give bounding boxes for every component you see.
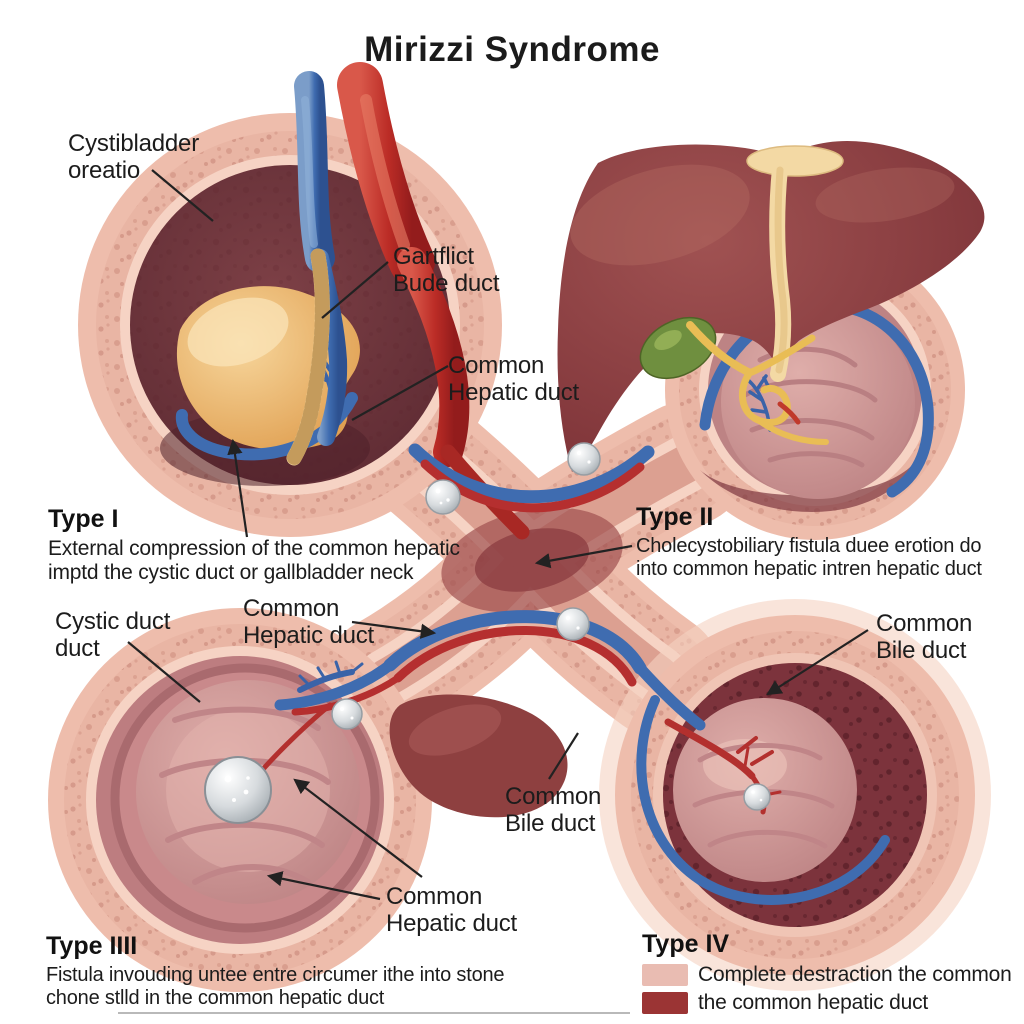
gallstones [204,442,771,824]
legend-row-1: Complete destraction the common [642,963,1012,987]
leader-lines [127,169,869,901]
legend-swatch-pink [642,964,688,986]
label-common-bile-duct-center: Common Bile duct [505,783,602,838]
label-common-hepatic-duct-top: Common Hepatic duct [448,352,580,407]
label-common-hepatic-duct-mid: Common Hepatic duct [243,595,375,650]
duct-tubes [324,393,748,740]
beaded-cystic-duct [286,248,330,466]
falciform-ligament [746,145,844,177]
type4-section: Type IV Complete destraction the common … [642,930,1012,1015]
type1-section: Type I External compression of the commo… [48,505,473,585]
legend-swatch-maroon [642,992,688,1014]
type2-description: Cholecystobiliary fistula duee erotion d… [636,535,982,580]
liver [557,140,985,472]
type1-description: External compression of the common hepat… [48,537,460,584]
artery-tip [777,401,801,425]
vein-ring [699,299,934,498]
diagram-title: Mirizzi Syndrome [364,30,660,69]
label-common-hepatic-duct-bottom: Common Hepatic duct [386,883,518,938]
type2-section: Type II Cholecystobiliary fistula duee e… [636,503,1006,581]
type3-section: Type IIII Fistula invouding untee entre … [46,932,516,1010]
portal-vessels [294,62,530,540]
type3-description: Fistula invouding untee entre circumer i… [46,964,505,1009]
vein-branches [297,660,364,693]
legend-text-1: Complete destraction the common [698,963,1012,986]
vein-arc [636,695,890,905]
legend-text-2: the common hepatic duct [698,991,929,1014]
bile-ducts-yellow [686,321,829,445]
label-common-bile-duct-right: Common Bile duct [876,610,973,665]
bottom-edge-artifact [118,1012,630,1014]
label-cystic-duct: Cystic duct duct [55,608,171,663]
type1-heading: Type I [48,505,119,533]
label-obstructed-duct: Gartflict Bude duct [393,243,500,298]
type2-heading: Type II [636,503,714,531]
type4-cross-section [599,599,991,991]
type3-heading: Type IIII [46,932,138,960]
label-gallbladder-wall: Cystibladder oreatio [68,130,199,185]
legend-row-2: the common hepatic duct [642,991,1012,1015]
type4-heading: Type IV [642,930,730,958]
